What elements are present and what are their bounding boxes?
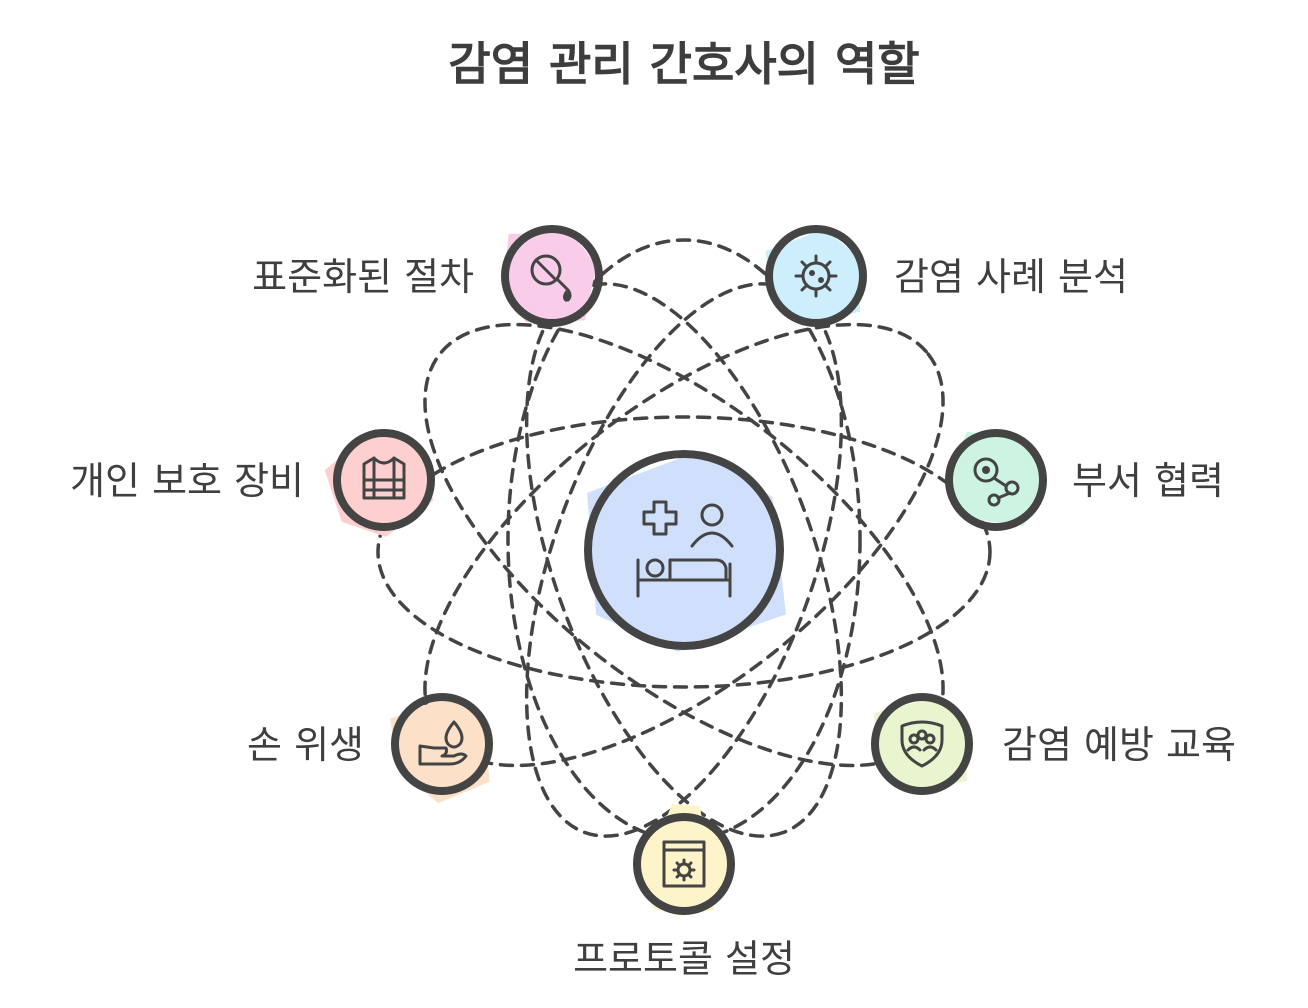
node-infection-prevention-education: 감염 예방 교육 — [871, 693, 1236, 795]
collaboration-network-icon — [973, 457, 1020, 507]
diagram-title: 감염 관리 간호사의 역할 — [448, 37, 919, 91]
node-protocol-setup: 프로토콜 설정 — [573, 804, 795, 981]
node-ring — [765, 225, 867, 327]
center-color-patch — [587, 450, 786, 652]
protective-vest-icon — [362, 456, 406, 500]
node-label: 감염 사례 분석 — [894, 255, 1128, 299]
node-label: 감염 예방 교육 — [1002, 723, 1236, 767]
node-color-patch — [873, 696, 967, 793]
node-ring — [633, 813, 735, 915]
nurse-patient-bed-icon — [636, 500, 734, 598]
node-personal-protective-equipment: 개인 보호 장비 — [70, 428, 435, 537]
shield-group-icon — [900, 720, 944, 768]
node-label: 표준화된 절차 — [252, 255, 474, 299]
node-ring — [871, 693, 973, 795]
node-color-patch — [765, 228, 861, 326]
protocol-document-gear-icon — [662, 840, 706, 888]
node-label: 부서 협력 — [1072, 459, 1224, 503]
node-standard-procedure: 표준화된 절차 — [252, 225, 603, 327]
node-color-patch — [390, 697, 490, 804]
node-infection-case-analysis: 감염 사례 분석 — [765, 225, 1128, 327]
procedure-flask-icon — [530, 254, 572, 302]
node-department-collaboration: 부서 협력 — [945, 429, 1224, 531]
node-label: 개인 보호 장비 — [70, 459, 304, 503]
node-label: 프로토콜 설정 — [573, 937, 795, 981]
center-node — [584, 450, 786, 652]
node-label: 손 위생 — [247, 723, 364, 767]
node-ring — [501, 225, 603, 327]
node-color-patch — [502, 232, 597, 323]
node-ring — [391, 693, 493, 795]
node-ring — [333, 429, 435, 531]
center-ring — [584, 450, 784, 650]
node-ring — [945, 429, 1047, 531]
hand-water-drop-icon — [418, 720, 468, 766]
node-hand-hygiene: 손 위생 — [247, 693, 493, 804]
orbit-horizontal — [376, 415, 992, 689]
virus-icon — [794, 254, 838, 298]
